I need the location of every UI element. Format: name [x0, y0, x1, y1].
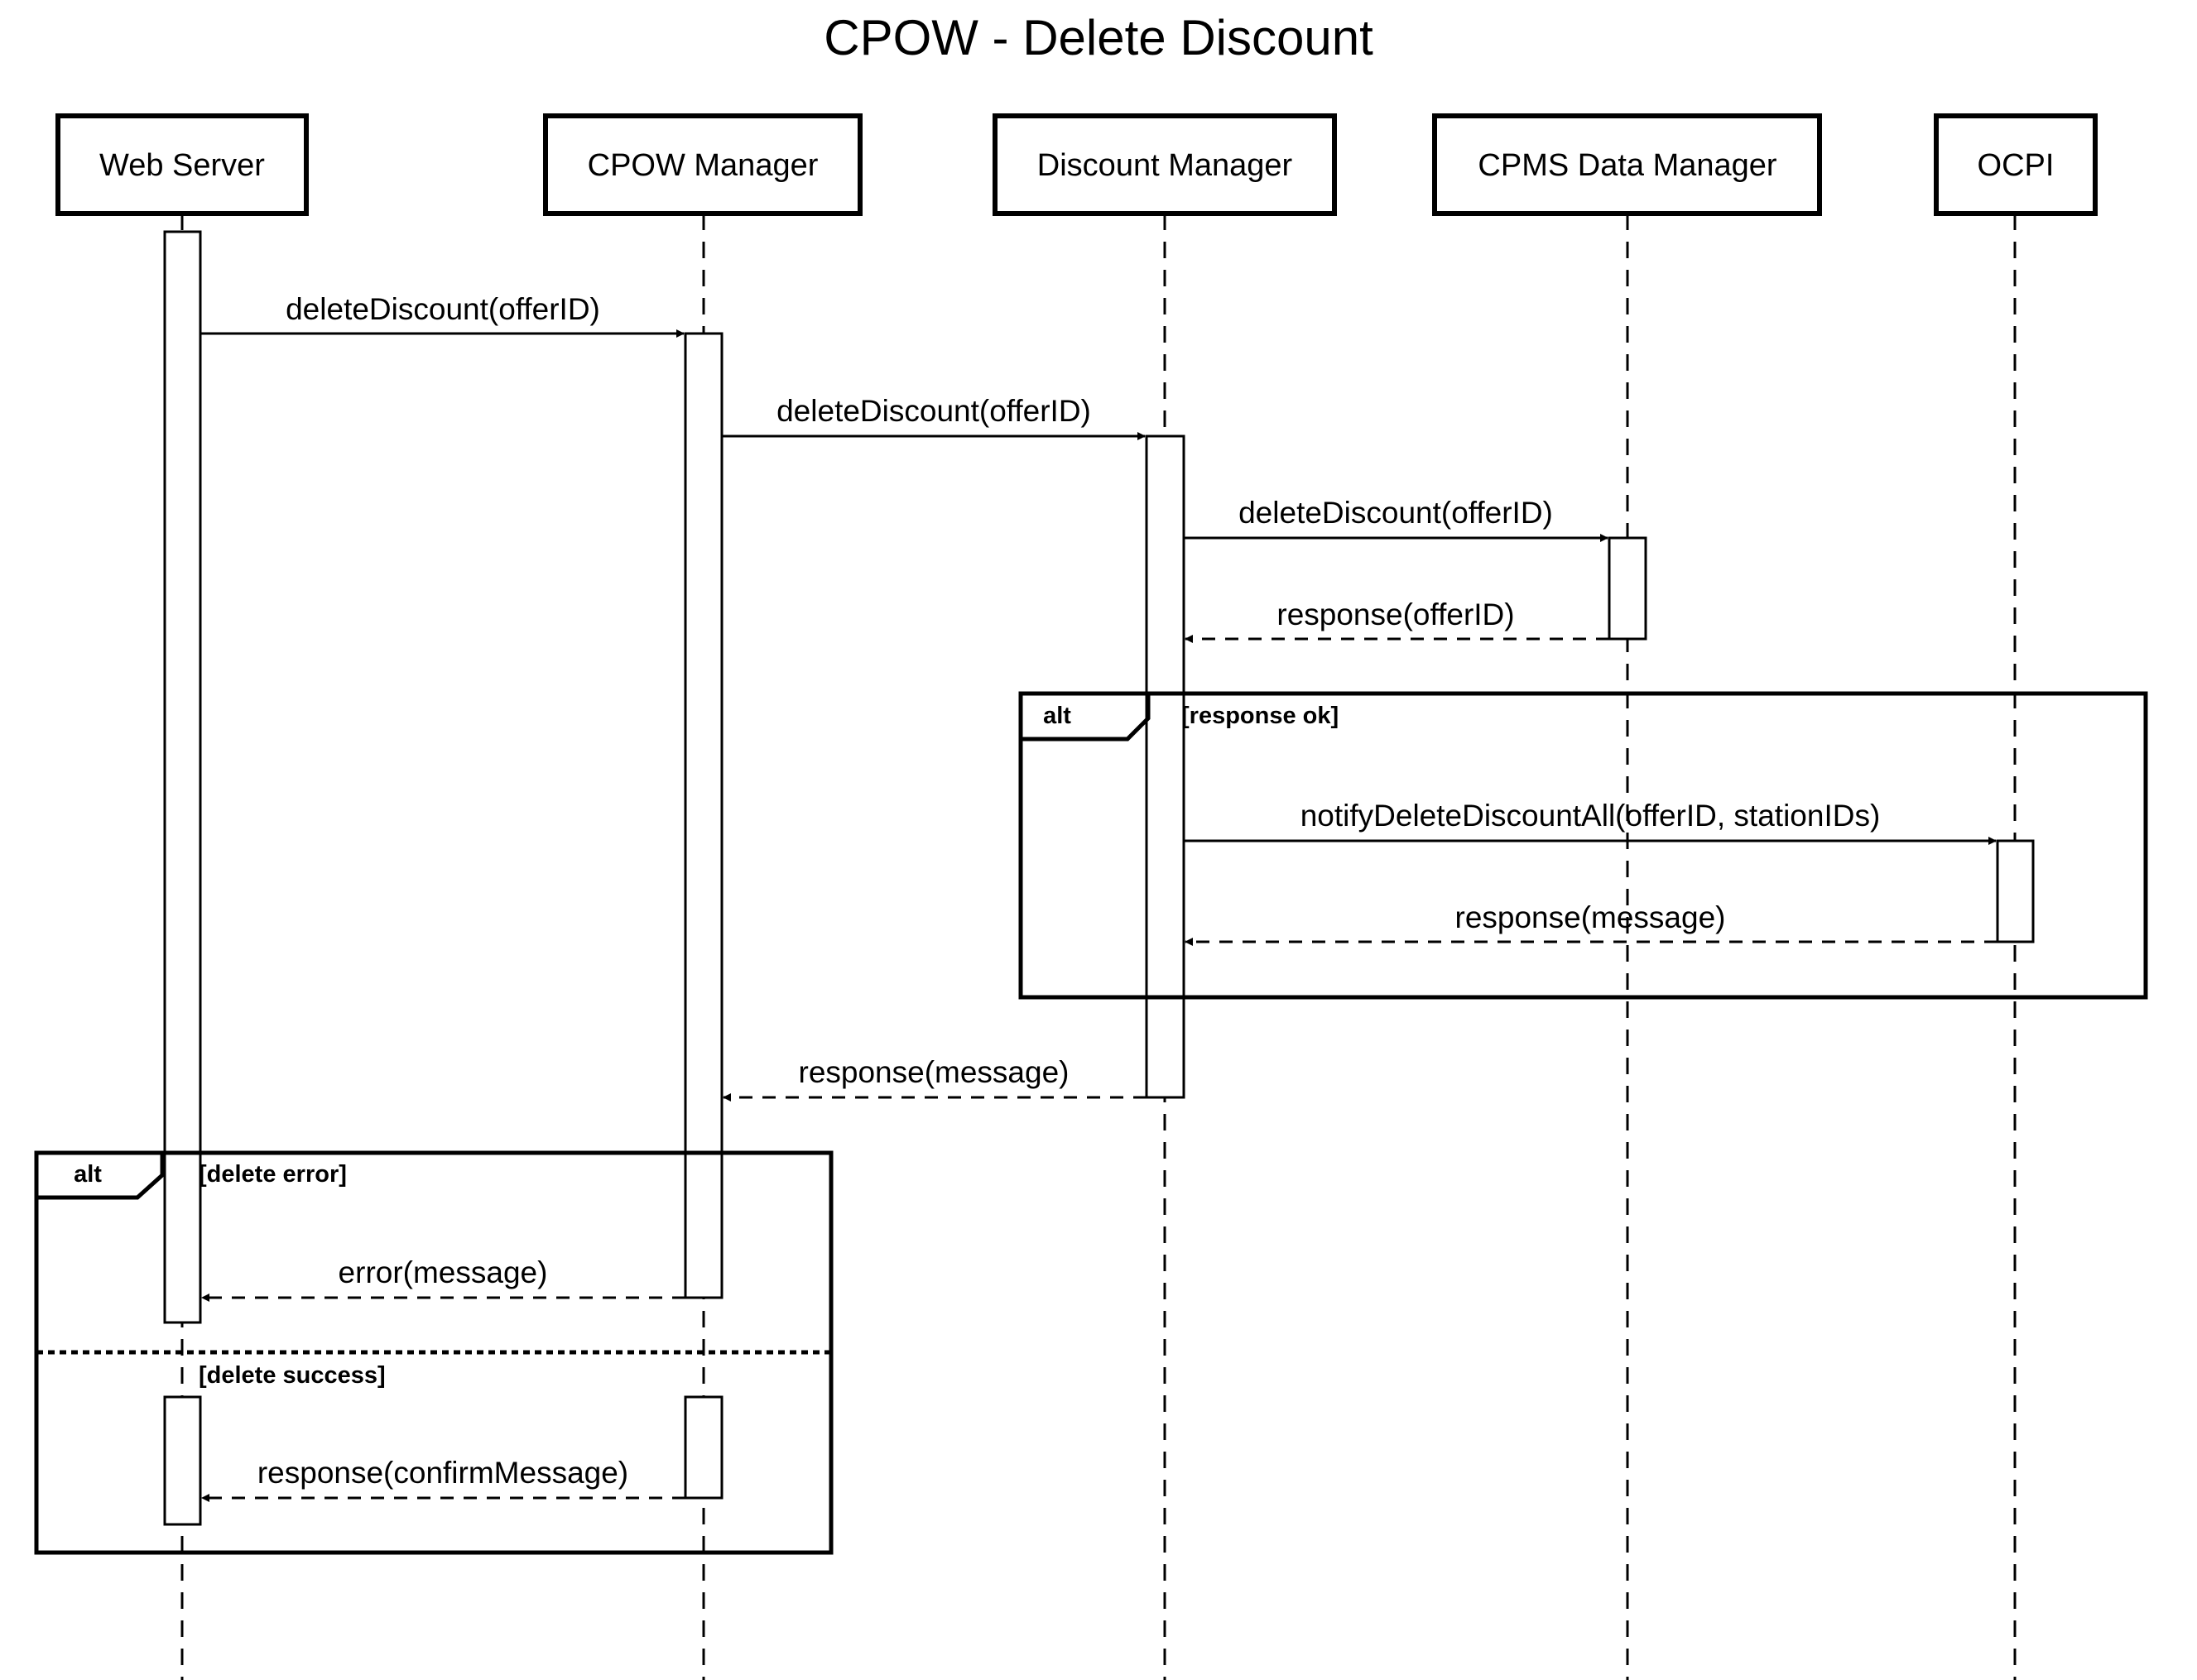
message-label: notifyDeleteDiscountAll(offerID, station… — [1300, 799, 1881, 833]
alt-fragment-delete: alt [delete error] [delete success] — [34, 1150, 834, 1555]
message-label: deleteDiscount(offerID) — [776, 394, 1091, 428]
message-3: deleteDiscount(offerID) — [1184, 496, 1608, 542]
participant-label: Web Server — [99, 148, 265, 183]
fragment-guard: [delete success] — [199, 1362, 386, 1389]
participant-cpow-manager: CPOW Manager — [543, 113, 863, 216]
activation-ocpi — [1996, 839, 2035, 943]
message-label: deleteDiscount(offerID) — [286, 292, 600, 326]
message-label: error(message) — [339, 1255, 548, 1289]
alt-fragment-response: alt [response ok] — [1018, 691, 2148, 1000]
message-label: response(message) — [1455, 900, 1726, 934]
message-label: response(message) — [799, 1055, 1070, 1089]
message-label: deleteDiscount(offerID) — [1238, 496, 1553, 530]
fragment-operator: alt — [74, 1161, 102, 1188]
fragment-operator-tab — [1021, 694, 1151, 742]
participant-ocpi: OCPI — [1934, 113, 2098, 216]
diagram-title: CPOW - Delete Discount — [824, 10, 1373, 65]
activation-discount-manager — [1145, 434, 1185, 1099]
message-1: deleteDiscount(offerID) — [200, 292, 685, 338]
fragment-operator: alt — [1043, 703, 1071, 729]
message-4: response(offerID) — [1185, 598, 1609, 643]
activation-cpms-data-manager — [1608, 536, 1647, 641]
message-label: response(offerID) — [1276, 598, 1514, 631]
participant-discount-manager: Discount Manager — [993, 113, 1337, 216]
participant-label: CPMS Data Manager — [1478, 148, 1776, 183]
participant-web-server: Web Server — [55, 113, 309, 216]
participant-cpms-data-manager: CPMS Data Manager — [1432, 113, 1822, 216]
activation-cpow-manager-success — [684, 1395, 724, 1500]
message-label: response(confirmMessage) — [257, 1456, 628, 1490]
participant-label: OCPI — [1978, 148, 2055, 183]
activation-web-server — [163, 230, 202, 1324]
activation-web-server-success — [163, 1395, 202, 1526]
message-9: response(confirmMessage) — [201, 1456, 685, 1502]
fragment-guard: [response ok] — [1181, 703, 1339, 729]
message-7: response(message) — [723, 1055, 1147, 1102]
fragment-frame — [1018, 691, 2148, 1000]
fragment-operator-tab — [36, 1153, 165, 1200]
activation-cpow-manager — [684, 332, 724, 1299]
message-2: deleteDiscount(offerID) — [722, 394, 1146, 440]
participant-label: CPOW Manager — [588, 148, 819, 183]
fragment-guard: [delete error] — [199, 1161, 347, 1188]
participant-label: Discount Manager — [1037, 148, 1293, 183]
message-8: error(message) — [201, 1255, 685, 1302]
message-5: notifyDeleteDiscountAll(offerID, station… — [1184, 799, 1997, 845]
message-6: response(message) — [1185, 900, 1997, 946]
